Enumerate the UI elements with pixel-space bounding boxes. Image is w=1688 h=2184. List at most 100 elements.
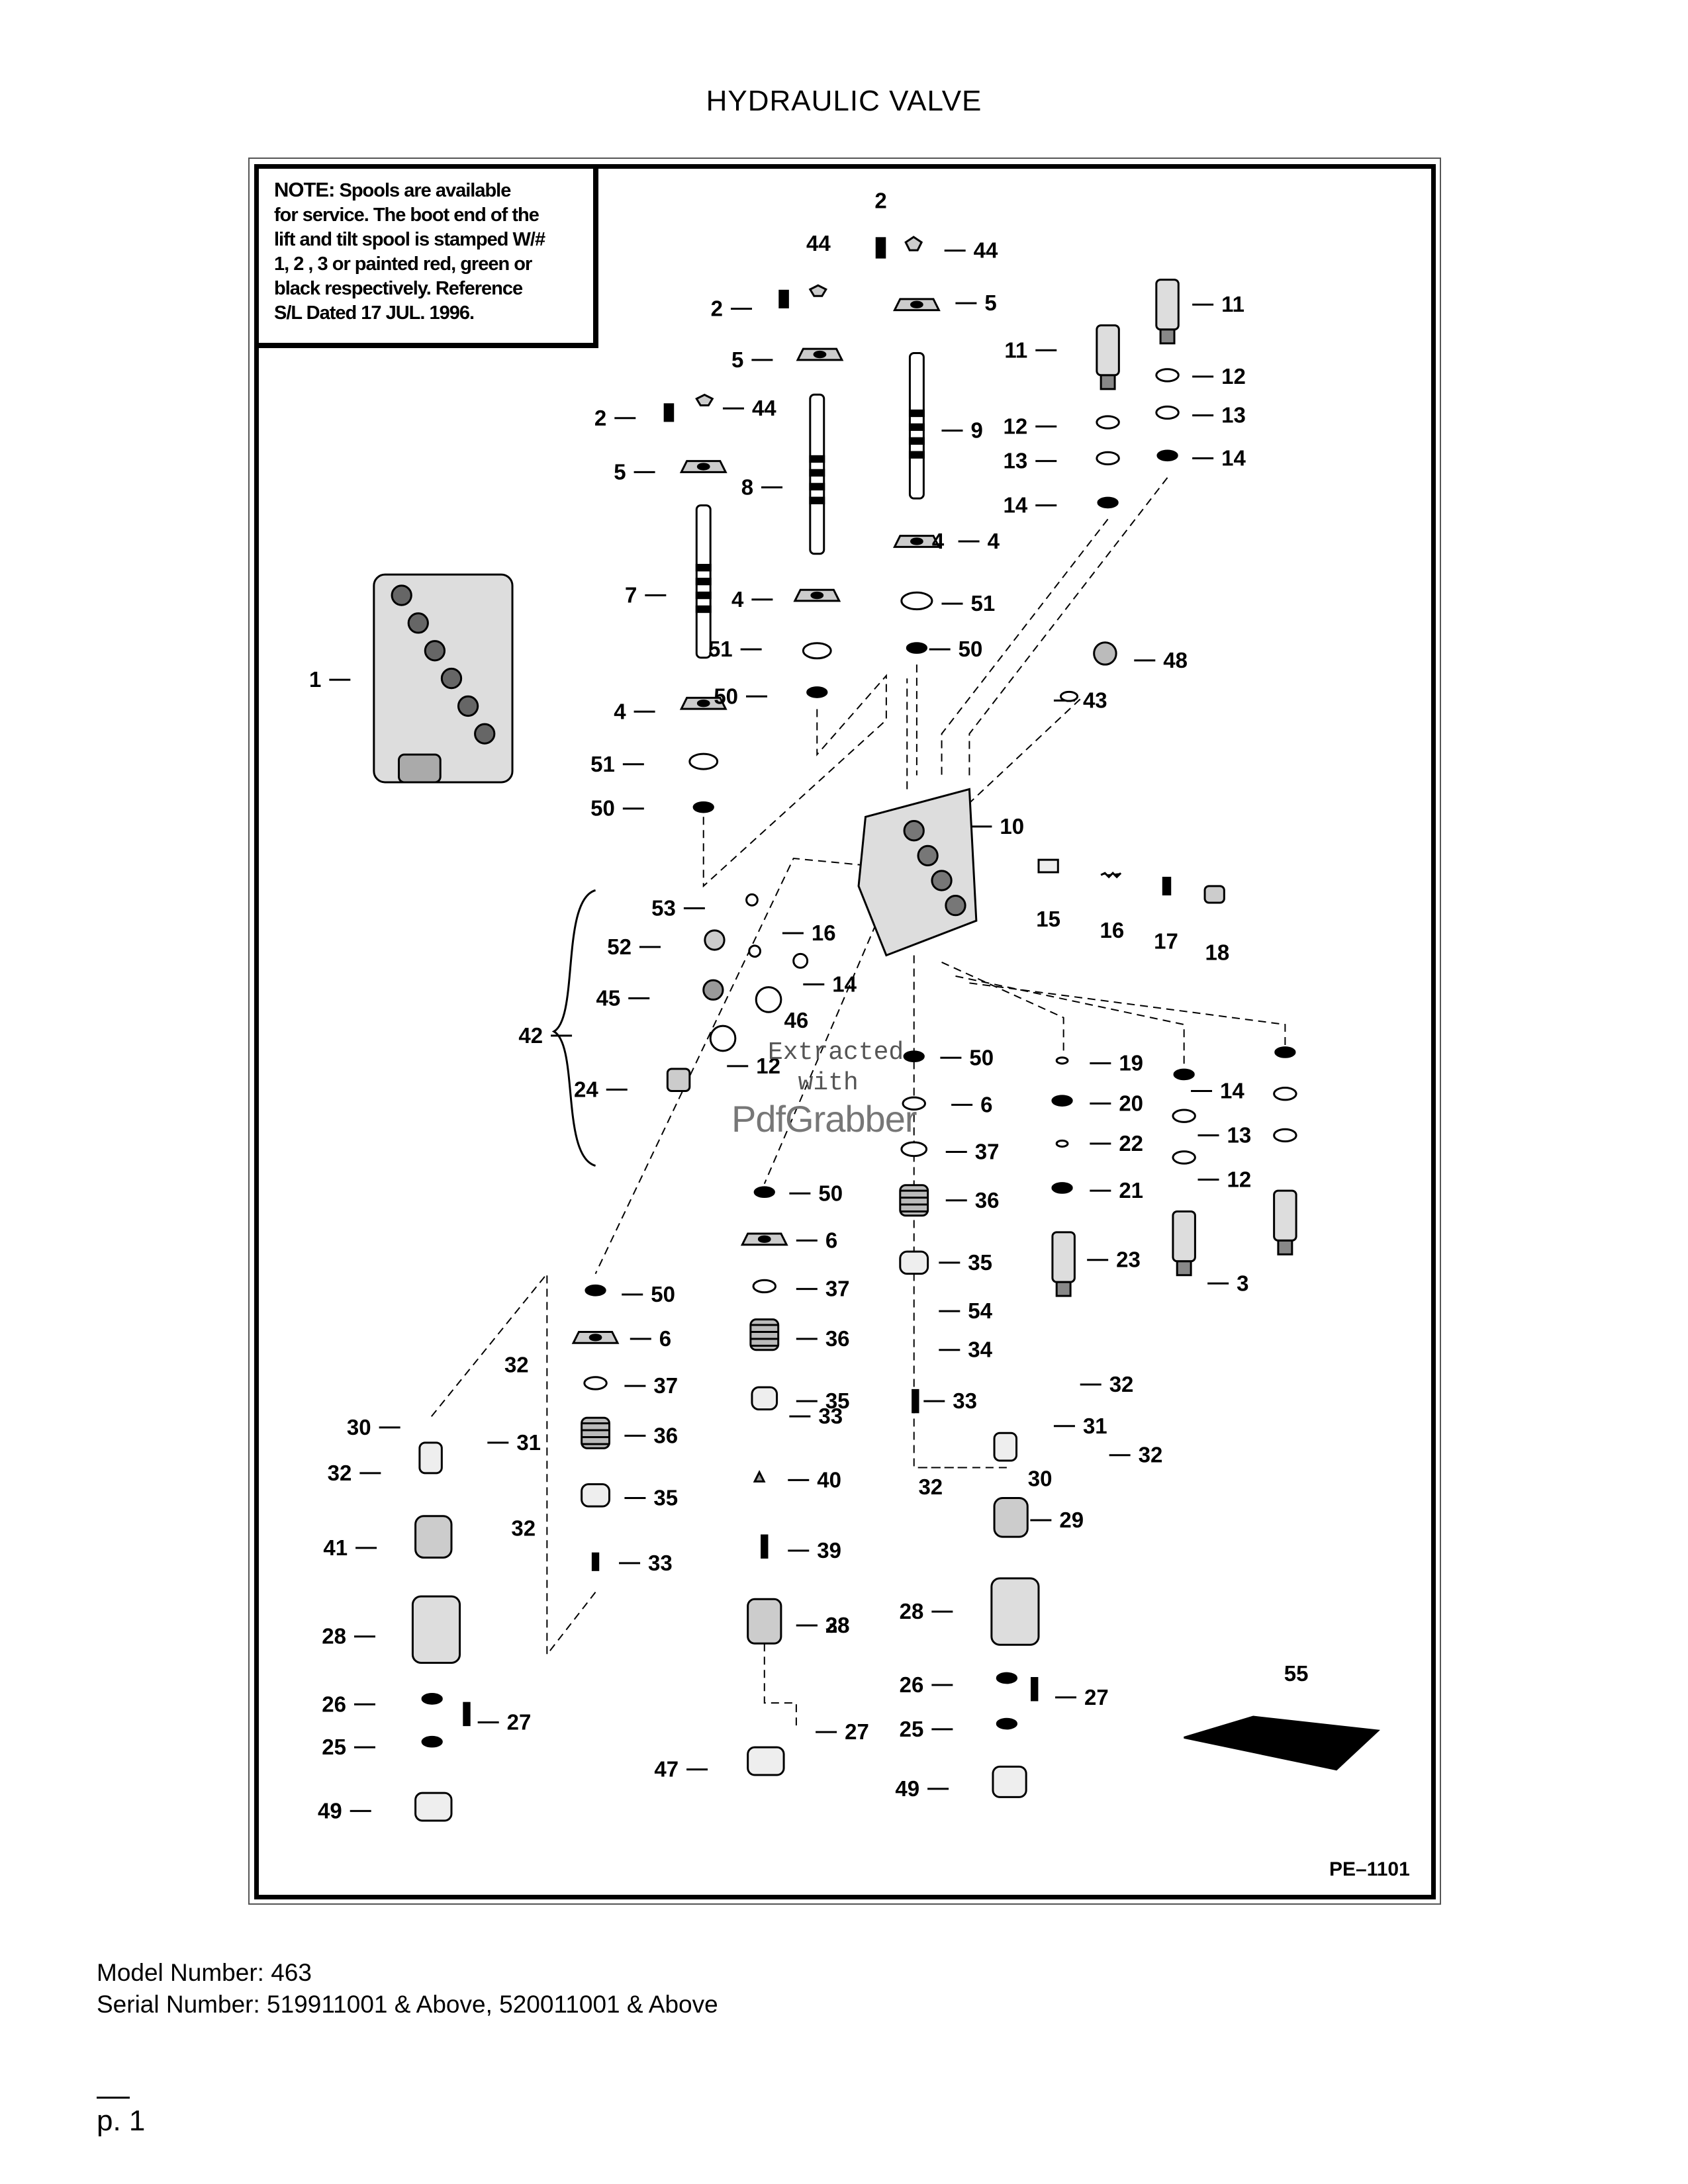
callout-35: 35 [825,1388,850,1413]
cone-40 [753,1470,766,1482]
callout-54: 54 [968,1298,992,1323]
spring-seat [581,1483,610,1508]
spool-7-land [695,577,712,586]
routing-line [968,698,1081,804]
spring-seat [899,1250,929,1275]
sleeve-41 [414,1515,453,1559]
callout-14: 14 [1220,1078,1244,1103]
routing-line [428,1271,596,1657]
callout-28: 28 [322,1624,346,1649]
callout-14: 14 [1004,493,1028,518]
callout-53: 53 [651,895,676,920]
spool-8-land [809,469,825,477]
callout-18: 18 [1205,940,1230,964]
valve-port [440,667,463,690]
callout-27: 27 [507,1709,532,1734]
callout-50: 50 [590,796,615,821]
callout-7: 7 [625,583,637,608]
callout-32: 32 [1139,1443,1163,1467]
detent-28 [411,1595,461,1664]
spool-flange-hole [810,591,824,600]
callout-4: 4 [614,699,626,723]
callout-27: 27 [1084,1685,1109,1709]
callout-17: 17 [1154,929,1178,954]
o-ring-43 [1059,690,1079,702]
spring-stack [749,1318,780,1351]
callout-45: 45 [596,985,620,1010]
screw-27 [463,1702,471,1727]
seal [903,1050,925,1063]
callout-32: 32 [918,1475,943,1499]
seal [1274,1046,1296,1058]
spool-flange-hole [696,463,710,471]
plug-48 [1093,641,1117,666]
seal [1156,449,1178,462]
spool-flange-hole [910,300,923,308]
callout-50: 50 [818,1181,843,1205]
callout-21: 21 [1119,1178,1143,1203]
service-note: NOTE: Spools are available for service. … [254,164,598,348]
seal [1173,1068,1195,1081]
diagram-outer-frame [248,158,1441,1905]
watermark-line: Extracted [768,1038,904,1067]
callout-3: 3 [1237,1271,1248,1295]
watermark-text: Extracted with [768,1038,904,1099]
o-ring [1172,1150,1196,1165]
note-line: 1, 2 , 3 or painted red, green or [274,253,532,275]
spool-boot [695,393,714,406]
spool-9-land [908,423,925,432]
detent-30 [993,1432,1018,1462]
callout-15: 15 [1036,907,1060,931]
callout-50: 50 [651,1282,675,1306]
callout-43: 43 [1083,688,1107,713]
seal [692,801,714,813]
routing-line [941,962,1064,1052]
routing-line [702,674,887,888]
callout-5: 5 [984,291,996,315]
valve-body-port [931,870,953,891]
note-line: for service. The boot end of the [274,205,539,226]
ring-16 [748,944,762,958]
seal-21 [1051,1182,1073,1194]
washer-hole [588,1334,602,1342]
callout-50: 50 [714,684,738,708]
callout-12: 12 [1227,1167,1252,1191]
callout-33: 33 [648,1551,673,1575]
check-shim [1162,876,1172,895]
callout-51: 51 [970,591,995,615]
callout-25: 25 [322,1735,346,1759]
ring-14 [792,952,809,969]
callout-42: 42 [518,1023,543,1048]
relief-3-tip [1277,1239,1293,1255]
valve-port [424,640,446,662]
callout-35: 35 [968,1250,992,1275]
callout-33: 33 [818,1404,843,1428]
cap-49 [414,1792,453,1822]
callout-13: 13 [1004,449,1028,473]
relief-3 [1172,1210,1196,1263]
check-poppet [1037,858,1059,874]
seal-25 [996,1717,1018,1730]
callout-6: 6 [659,1326,671,1351]
pin [912,1388,919,1414]
callout-50: 50 [969,1045,994,1069]
page-number: p. 1 [97,2105,146,2137]
callout-6: 6 [980,1092,992,1116]
spool-flange-hole [696,700,710,707]
valve-body-port [917,844,939,866]
callout-37: 37 [975,1140,1000,1164]
callout-30: 30 [347,1415,371,1439]
washer [583,1376,608,1390]
relief-valve-tip [1159,328,1176,345]
callout-11: 11 [1004,338,1027,362]
callout-37: 37 [825,1277,850,1301]
spool-8-land [809,496,825,504]
cap-29 [993,1497,1029,1538]
callout-6: 6 [825,1228,837,1252]
callout-24: 24 [574,1077,598,1101]
callout-5: 5 [614,459,626,484]
relief-3-tip [1176,1260,1192,1277]
check-plug [1203,885,1225,904]
note-line: black respectively. Reference [274,278,523,299]
callout-10: 10 [1000,814,1024,839]
